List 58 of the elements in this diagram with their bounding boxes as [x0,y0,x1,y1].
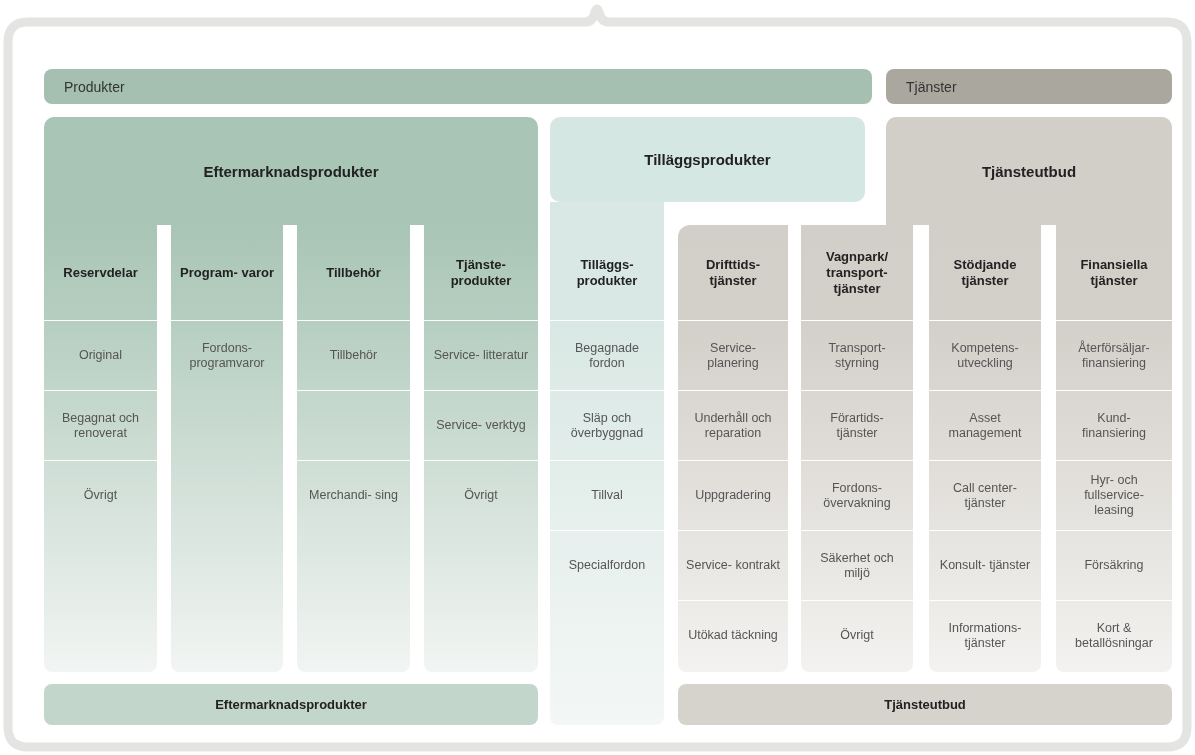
section-bar: Tjänster [886,69,1172,104]
category-column [424,225,538,672]
list-item: Kund- finansiering [1056,390,1172,460]
list-item: Övrigt [424,460,538,530]
list-item: Säkerhet och miljö [801,530,913,600]
list-item: Begagnat och renoverat [44,390,157,460]
list-item: Uppgradering [678,460,788,530]
column-heading: Tilläggs- produkter [575,255,639,290]
list-item: Underhåll och reparation [678,390,788,460]
list-item: Tillval [550,460,664,530]
section-bar: Produkter [44,69,872,104]
category-column [44,225,157,672]
list-item: Transport- styrning [801,320,913,390]
list-item: Tillbehör [297,320,410,390]
list-item: Service- kontrakt [678,530,788,600]
panel-heading: Tjänsteutbud [886,117,1172,225]
column-heading: Stödjande tjänster [952,255,1018,290]
list-item: Specialfordon [550,530,664,600]
list-item: Fordons- programvaror [171,320,283,390]
section-footer-bar: Tjänsteutbud [678,684,1172,725]
column-heading: Vagnpark/ transport- tjänster [824,247,890,298]
section-footer-bar: Eftermarknadsprodukter [44,684,538,725]
list-item: Fordons- övervakning [801,460,913,530]
category-column [929,225,1041,672]
category-column [1056,225,1172,672]
category-column [550,202,664,725]
panel-heading: Tilläggsprodukter [550,117,865,202]
list-item: Service- litteratur [424,320,538,390]
list-item: Övrigt [44,460,157,530]
column-heading: Reservdelar [62,263,139,282]
column-heading: Finansiella tjänster [1079,255,1149,290]
category-column [801,225,913,672]
category-column [297,225,410,672]
list-item: Informations- tjänster [929,600,1041,670]
list-item: Kort & betallösningar [1056,600,1172,670]
column-heading: Program- varor [179,263,275,282]
list-item: Kompetens- utveckling [929,320,1041,390]
list-item: Call center- tjänster [929,460,1041,530]
list-item: Begagnade fordon [550,320,664,390]
list-item: Hyr- och fullservice- leasing [1056,460,1172,530]
list-item: Övrigt [801,600,913,670]
list-item: Försäkring [1056,530,1172,600]
list-item: Släp och överbyggnad [550,390,664,460]
list-item: Merchandi- sing [297,460,410,530]
list-item: Original [44,320,157,390]
list-item: Service- verktyg [424,390,538,460]
list-item: Förartids- tjänster [801,390,913,460]
list-item: Konsult- tjänster [929,530,1041,600]
list-item: Service- planering [678,320,788,390]
list-item: Utökad täckning [678,600,788,670]
list-item: Återförsäljar- finansiering [1056,320,1172,390]
column-heading: Tillbehör [325,263,382,282]
panel-heading: Eftermarknadsprodukter [44,117,538,225]
list-item: Asset management [929,390,1041,460]
category-column [678,225,788,672]
column-heading: Tjänste- produkter [449,255,513,290]
category-column [171,225,283,672]
column-heading: Drifttids- tjänster [704,255,762,290]
